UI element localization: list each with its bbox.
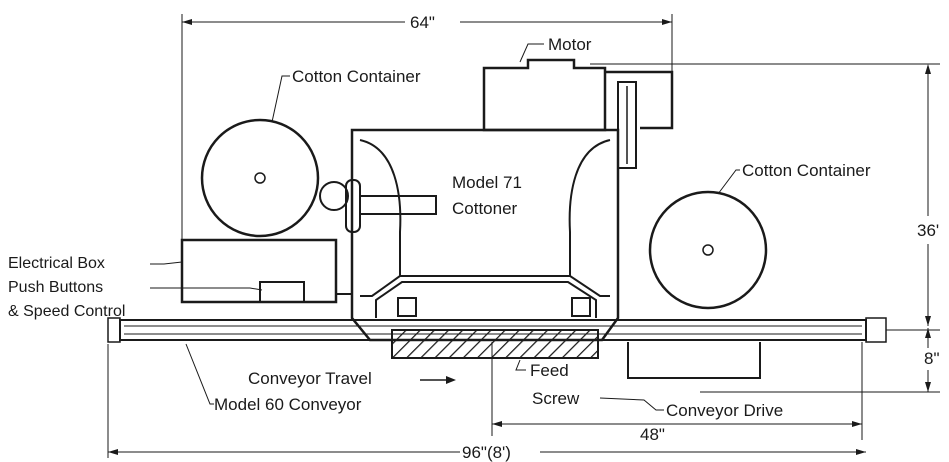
model-60-conveyor: Model 60 Conveyor: [185, 343, 362, 414]
dimension-36-label: 36': [917, 221, 939, 240]
screw-label: Screw: [532, 389, 580, 408]
feed-label: Feed: [530, 361, 569, 380]
dimension-48-label: 48": [640, 425, 665, 444]
conveyor-drive: Conveyor Drive: [599, 342, 783, 420]
dimension-36: 36': [917, 64, 939, 326]
dimension-8-label: 8": [924, 349, 940, 368]
cotton-container-left: Cotton Container: [200, 67, 421, 238]
dimension-48: 48": [491, 342, 863, 444]
electrical-box: Electrical Box Push Buttons & Speed Cont…: [8, 238, 353, 320]
side-handle: [319, 179, 437, 233]
conveyor-travel: Conveyor Travel: [248, 369, 456, 388]
speed-control-label: & Speed Control: [8, 303, 125, 320]
conveyor-drive-label: Conveyor Drive: [666, 401, 783, 420]
model-60-label: Model 60 Conveyor: [214, 395, 362, 414]
conveyor-travel-label: Conveyor Travel: [248, 369, 372, 388]
dimension-64: 64": [181, 13, 673, 268]
push-buttons-label: Push Buttons: [8, 279, 103, 296]
cottoner-label: Cottoner: [452, 199, 518, 218]
cotton-container-left-label: Cotton Container: [292, 67, 421, 86]
electrical-box-label: Electrical Box: [8, 255, 105, 272]
dimension-64-label: 64": [410, 13, 435, 32]
dimension-96: 96"(8'): [107, 344, 866, 462]
motor: Motor: [482, 35, 940, 169]
model-71-label: Model 71: [452, 173, 522, 192]
cottoner-body: Model 71 Cottoner: [350, 128, 620, 342]
feed-screw: Feed Screw: [391, 329, 599, 408]
motor-label: Motor: [548, 35, 592, 54]
dimension-8: 8": [700, 328, 940, 393]
dimension-96-label: 96"(8'): [462, 443, 511, 462]
cotton-container-right: Cotton Container: [648, 161, 871, 310]
cotton-container-right-label: Cotton Container: [742, 161, 871, 180]
